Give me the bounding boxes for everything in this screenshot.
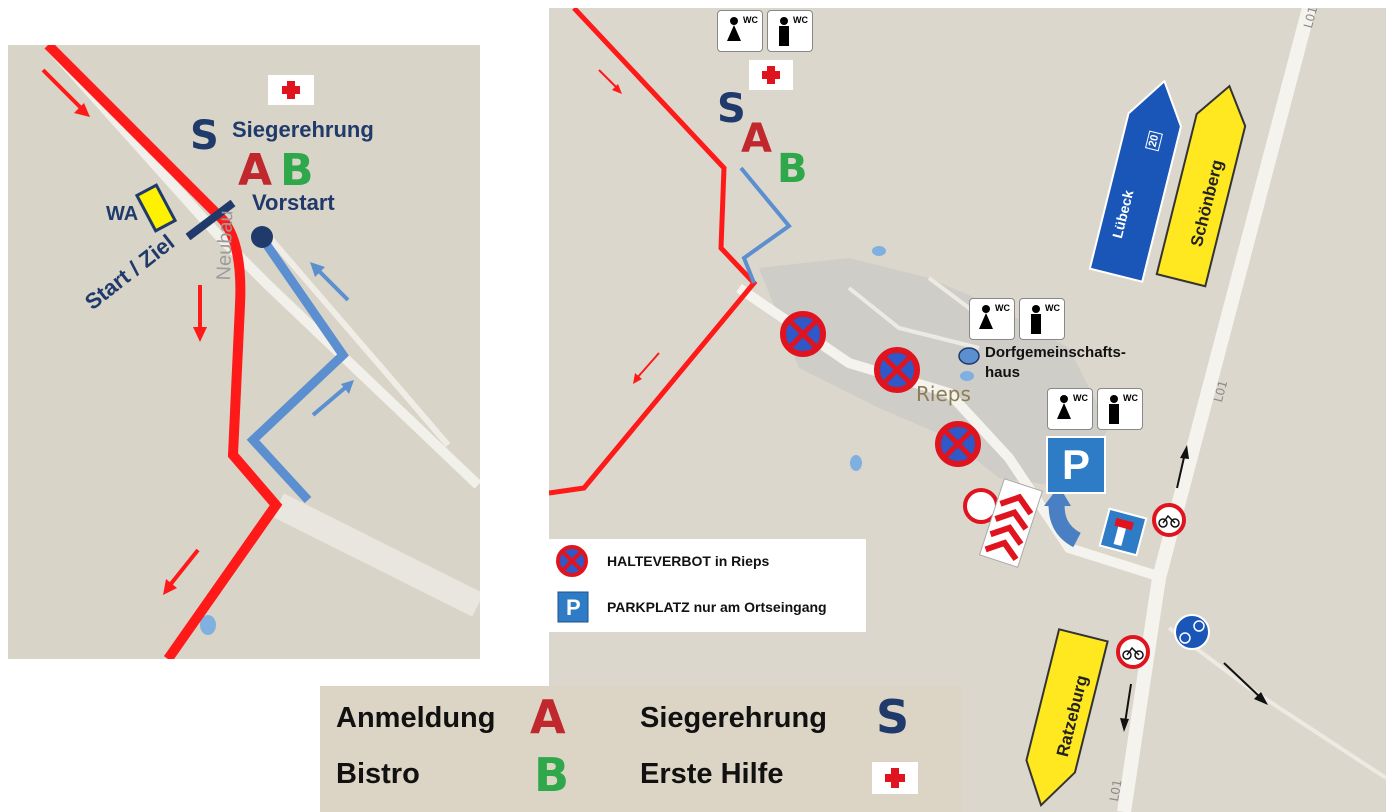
road-side-3 <box>1167 626 1386 780</box>
cycle-path-sign <box>1174 614 1210 650</box>
legend-no-stopping-icon <box>556 545 588 577</box>
legend-siegerehrung-label: Siegerehrung <box>640 702 827 734</box>
no-bicycles-sign-1 <box>1152 503 1186 537</box>
main-letter-a: A <box>741 116 772 162</box>
legend-letter-b: B <box>534 748 570 802</box>
inset-red-arrow-2 <box>193 285 207 342</box>
road-village <box>736 283 1166 583</box>
direction-sign-ratzeburg <box>1025 628 1109 808</box>
legend-parking-letter: P <box>566 595 581 620</box>
inset-vorstart-dot <box>251 226 273 248</box>
main-blue-route <box>739 166 792 284</box>
pond-1 <box>872 246 886 256</box>
parking-sign: P <box>1046 436 1106 494</box>
inset-blue-route <box>246 232 349 504</box>
legend-anmeldung-label: Anmeldung <box>336 702 496 734</box>
chevron-warning-sign <box>978 478 1044 568</box>
inset-letter-s: S <box>190 113 219 159</box>
inset-blue-arrow-2 <box>311 380 354 417</box>
inset-map: S Siegerehrung A B Vorstart WA Start / Z… <box>8 45 480 659</box>
pond-3 <box>960 371 974 381</box>
inset-letter-b: B <box>280 145 314 196</box>
wc-women-icon-2: WC <box>969 298 1015 340</box>
no-bicycles-sign-2 <box>1116 635 1150 669</box>
inset-vorstart-label: Vorstart <box>252 190 335 215</box>
legend-parking-icon <box>557 591 589 623</box>
main-map: WC WC WC WC WC WC S A B Dorfgemeinschaft… <box>549 8 1386 812</box>
main-map-graphics <box>549 8 1386 812</box>
wc-men-icon-1: WC <box>767 10 813 52</box>
sign-legend: P HALTEVERBOT in Rieps PARKPLATZ nur am … <box>549 539 866 632</box>
arrow-southeast <box>1223 662 1268 705</box>
main-letter-s: S <box>717 86 746 132</box>
wc-women-icon-3: WC <box>1047 388 1093 430</box>
legend-letter-s: S <box>876 690 910 744</box>
pond-2 <box>850 455 862 471</box>
main-first-aid-icon <box>749 60 793 90</box>
inset-siegerehrung-label: Siegerehrung <box>232 117 374 142</box>
arrow-south <box>1120 683 1132 732</box>
legend-erste-hilfe-label: Erste Hilfe <box>640 758 784 790</box>
village-area <box>759 258 1109 488</box>
inset-wa-label: WA <box>106 203 139 225</box>
arrow-north <box>1176 445 1189 489</box>
no-stopping-sign-3 <box>935 421 981 467</box>
community-house-marker <box>958 347 980 365</box>
direction-sign-luebeck <box>1088 79 1182 283</box>
legend-parkplatz-label: PARKPLATZ nur am Ortseingang <box>607 599 827 615</box>
main-letter-b: B <box>777 146 808 192</box>
legend-halteverbot-label: HALTEVERBOT in Rieps <box>607 553 770 569</box>
wc-women-icon-1: WC <box>717 10 763 52</box>
inset-road-main <box>272 493 480 617</box>
facility-legend: Anmeldung A Siegerehrung S Bistro B Erst… <box>320 686 962 812</box>
no-stopping-sign-2 <box>874 347 920 393</box>
inset-road-name: Neubau <box>213 209 238 281</box>
inset-red-arrow-1 <box>41 68 90 117</box>
main-red-arrow-1 <box>598 69 622 94</box>
inset-blue-arrow-1 <box>310 262 350 302</box>
legend-first-aid-icon <box>872 762 918 794</box>
inset-wa-box <box>134 183 178 233</box>
inset-letter-a: A <box>238 145 273 196</box>
main-red-arrow-2 <box>633 352 660 384</box>
wc-men-icon-3: WC <box>1097 388 1143 430</box>
no-stopping-sign-1 <box>780 311 826 357</box>
wc-men-icon-2: WC <box>1019 298 1065 340</box>
main-red-route <box>549 8 758 496</box>
legend-bistro-label: Bistro <box>336 758 420 790</box>
legend-letter-a: A <box>530 690 566 744</box>
direction-sign-schoenberg <box>1155 84 1247 288</box>
inset-road-minor-2 <box>260 228 451 447</box>
sign-legend-icons <box>556 545 589 623</box>
community-house-label-2: haus <box>985 364 1021 381</box>
inset-red-route <box>44 45 283 659</box>
town-name: Rieps <box>916 382 971 406</box>
road-side-1 <box>847 286 980 350</box>
inset-map-graphics <box>41 45 480 659</box>
inset-start-ziel-line <box>185 199 236 241</box>
inset-red-arrow-3 <box>163 548 200 595</box>
community-house-label-1: Dorfgemeinschafts- <box>985 344 1126 361</box>
dead-end-sign <box>1098 507 1148 557</box>
inset-pond <box>200 615 216 635</box>
